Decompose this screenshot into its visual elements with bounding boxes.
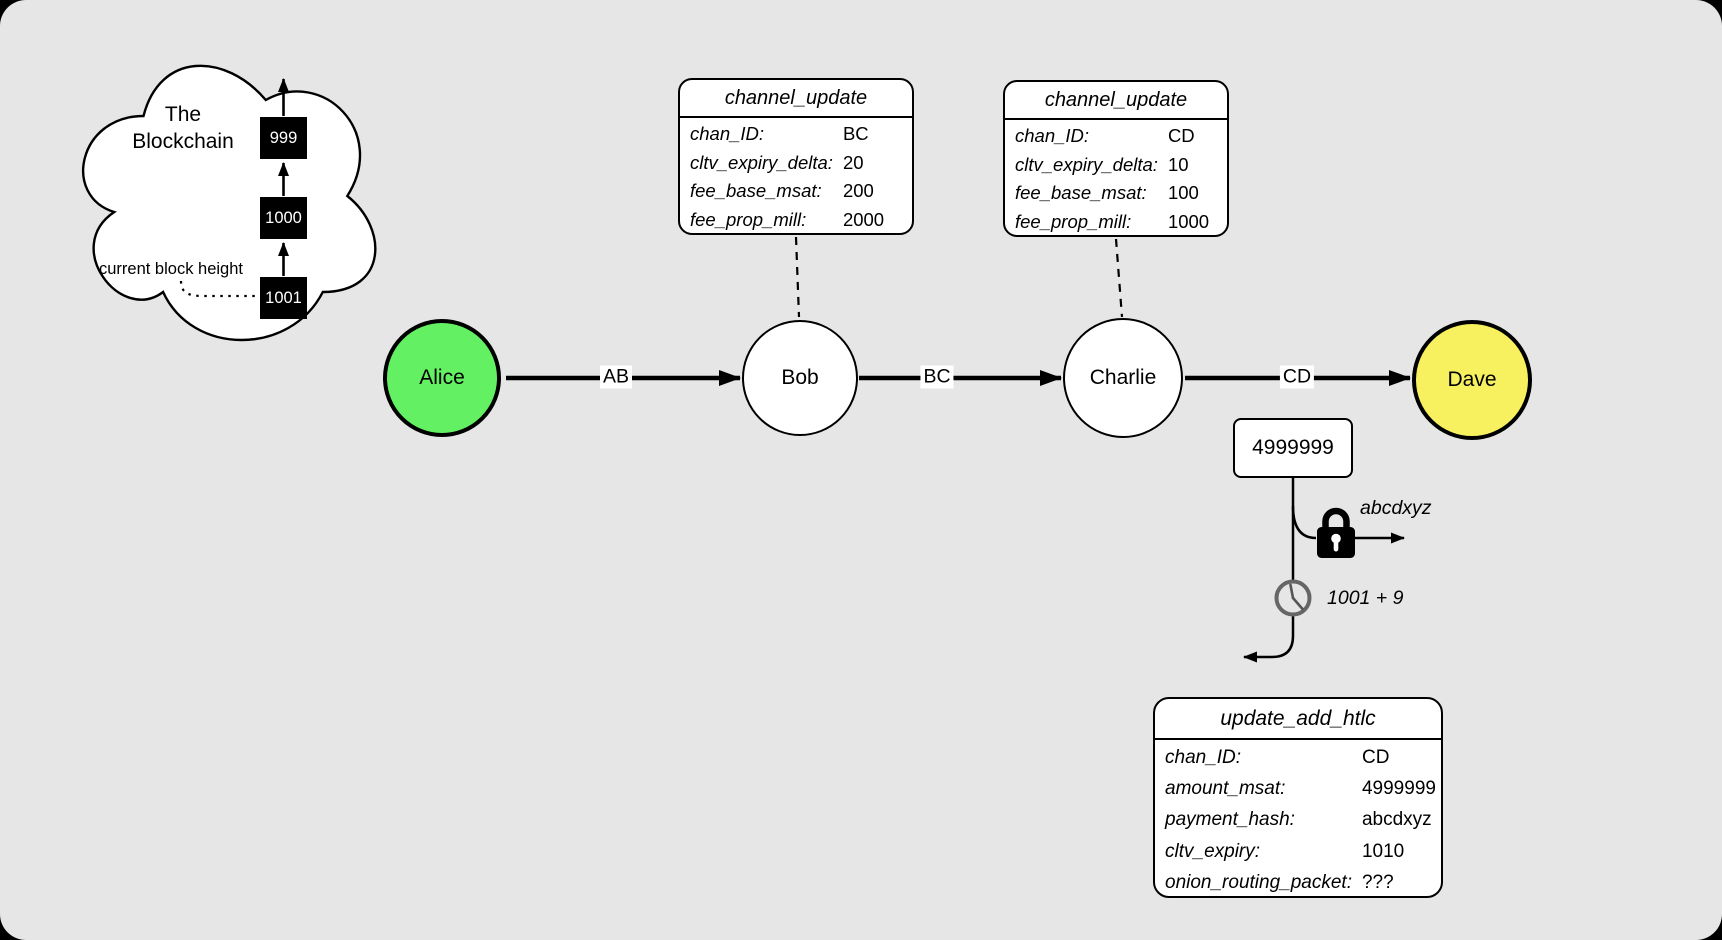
node-dave: Dave [1412,320,1532,440]
field-label: fee_prop_mill: [690,208,807,230]
field-label: chan_ID: [1165,747,1242,768]
field-value: 20 [842,151,864,173]
node-bob-label: Bob [781,366,819,389]
current-block-height-label: current block height [99,260,243,278]
field-value: CD [1361,747,1390,768]
field-label: cltv_expiry: [1165,840,1261,862]
field-value: BC [842,123,869,144]
channel-label-bc: BC [920,365,954,389]
connector-channel-update-bc-bob [794,236,801,318]
block-1001: 1001 [260,277,307,319]
field-label: fee_prop_mill: [1015,210,1132,232]
htlc-amount-value: 4999999 [1252,436,1334,459]
block-1000: 1000 [260,197,307,239]
field-label: cltv_expiry_delta: [690,151,833,173]
field-value: 1010 [1361,840,1405,862]
field-value: 1000 [1167,210,1210,232]
msg-fields: chan_ID: CD cltv_expiry_delta: 10 fee_ba… [1005,120,1227,235]
field-value: CD [1167,125,1195,146]
msg-box-update-add-htlc: update_add_htlc chan_ID: CD amount_msat:… [1153,697,1443,898]
node-bob: Bob [742,320,858,436]
field-label: cltv_expiry_delta: [1015,153,1158,175]
field-label: amount_msat: [1165,778,1286,800]
field-value: ??? [1361,871,1394,893]
clock-icon [1274,579,1312,617]
lock-icon [1317,507,1355,558]
field-label: onion_routing_packet: [1165,871,1352,893]
field-label: chan_ID: [690,123,765,144]
block-1000-label: 1000 [265,208,302,227]
msg-fields: chan_ID: CD amount_msat: 4999999 payment… [1155,740,1441,896]
block-999-label: 999 [269,128,298,147]
msg-title: update_add_htlc [1155,699,1441,740]
msg-title: channel_update [680,80,912,118]
field-value: 10 [1167,153,1189,175]
field-label: fee_base_msat: [1015,182,1147,203]
connector-channel-update-cd-charlie [1114,238,1124,318]
node-alice-label: Alice [419,366,465,389]
cltv-expiry-formula-label: 1001 + 9 [1327,587,1404,609]
field-value: abcdxyz [1361,809,1432,831]
field-label: fee_base_msat: [690,180,822,201]
node-alice: Alice [383,319,501,437]
channel-label-ab: AB [599,365,633,389]
field-value: 200 [842,180,874,201]
node-charlie: Charlie [1063,318,1183,438]
msg-title: channel_update [1005,82,1227,120]
msg-box-channel-update-bc: channel_update chan_ID: BC cltv_expiry_d… [678,78,914,235]
field-value: 4999999 [1361,778,1436,800]
block-999: 999 [260,117,307,159]
htlc-amount-box: 4999999 [1233,418,1353,478]
blockchain-title: The Blockchain [132,103,234,153]
htlc-flow-line [1243,478,1295,663]
msg-fields: chan_ID: BC cltv_expiry_delta: 20 fee_ba… [680,118,912,233]
field-value: 100 [1167,182,1199,203]
htlc-hash-branch-line [1291,505,1317,540]
node-dave-label: Dave [1447,368,1497,391]
channel-label-cd: CD [1279,365,1315,389]
block-1001-label: 1001 [265,288,302,307]
payment-hash-label: abcdxyz [1360,497,1432,519]
msg-box-channel-update-cd: channel_update chan_ID: CD cltv_expiry_d… [1003,80,1229,237]
field-label: payment_hash: [1165,809,1295,831]
field-value: 2000 [842,208,885,230]
field-label: chan_ID: [1015,125,1090,146]
node-charlie-label: Charlie [1089,366,1157,389]
